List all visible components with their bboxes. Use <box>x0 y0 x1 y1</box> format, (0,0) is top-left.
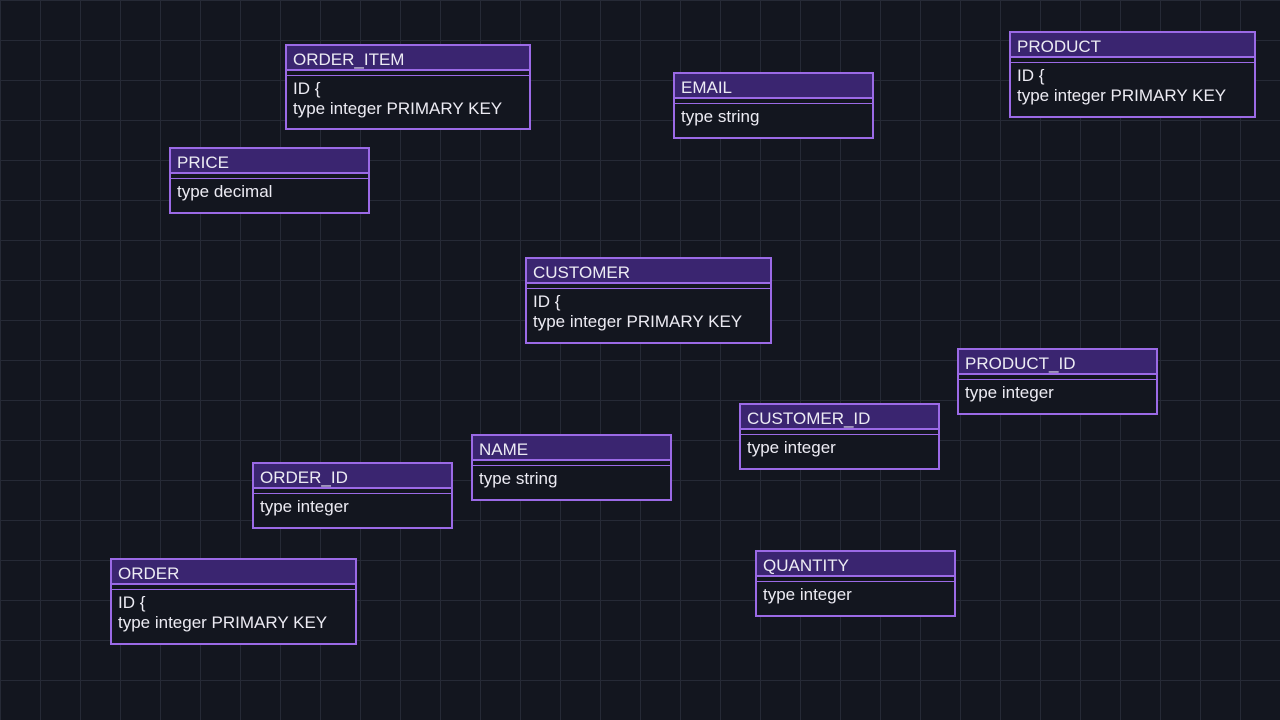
entity-divider <box>741 434 938 435</box>
entity-quantity[interactable]: QUANTITY type integer <box>755 550 956 617</box>
entity-attributes: type decimal <box>171 179 368 202</box>
entity-attributes: type string <box>473 466 670 489</box>
entity-divider <box>675 103 872 104</box>
entity-attributes: type integer <box>959 380 1156 403</box>
entity-attributes: type integer <box>254 494 451 517</box>
attribute-line: type integer <box>747 438 836 457</box>
entity-email[interactable]: EMAIL type string <box>673 72 874 139</box>
entity-attributes: ID { type integer PRIMARY KEY <box>1011 63 1254 106</box>
attribute-line: type integer <box>965 383 1054 402</box>
attribute-line: type string <box>479 469 558 488</box>
entity-title: PRODUCT_ID <box>959 350 1156 375</box>
attribute-line: ID { <box>118 593 146 612</box>
entity-title: PRICE <box>171 149 368 174</box>
entity-customer-id[interactable]: CUSTOMER_ID type integer <box>739 403 940 470</box>
entity-divider <box>473 465 670 466</box>
attribute-line: type integer <box>260 497 349 516</box>
attribute-line: ID { <box>1017 66 1045 85</box>
entity-order[interactable]: ORDER ID { type integer PRIMARY KEY <box>110 558 357 645</box>
entity-customer[interactable]: CUSTOMER ID { type integer PRIMARY KEY <box>525 257 772 344</box>
entity-attributes: type string <box>675 104 872 127</box>
entity-divider <box>171 178 368 179</box>
entity-title: PRODUCT <box>1011 33 1254 58</box>
entity-attributes: type integer <box>757 582 954 605</box>
entity-order-item[interactable]: ORDER_ITEM ID { type integer PRIMARY KEY <box>285 44 531 130</box>
attribute-line: type string <box>681 107 760 126</box>
entity-title: EMAIL <box>675 74 872 99</box>
attribute-line: type integer <box>763 585 852 604</box>
entity-attributes: type integer <box>741 435 938 458</box>
entity-divider <box>287 75 529 76</box>
entity-title: ORDER_ITEM <box>287 46 529 71</box>
entity-title: ORDER_ID <box>254 464 451 489</box>
entity-divider <box>757 581 954 582</box>
attribute-line: type integer PRIMARY KEY <box>293 99 503 118</box>
entity-title: CUSTOMER_ID <box>741 405 938 430</box>
entity-title: QUANTITY <box>757 552 954 577</box>
entity-attributes: ID { type integer PRIMARY KEY <box>527 289 770 332</box>
entity-order-id[interactable]: ORDER_ID type integer <box>252 462 453 529</box>
attribute-line: type integer PRIMARY KEY <box>533 312 743 331</box>
entity-attributes: ID { type integer PRIMARY KEY <box>112 590 355 633</box>
entity-title: CUSTOMER <box>527 259 770 284</box>
entity-divider <box>254 493 451 494</box>
entity-divider <box>1011 62 1254 63</box>
attribute-line: type integer PRIMARY KEY <box>1017 86 1227 105</box>
entity-divider <box>959 379 1156 380</box>
entity-price[interactable]: PRICE type decimal <box>169 147 370 214</box>
attribute-line: ID { <box>533 292 561 311</box>
attribute-line: type integer PRIMARY KEY <box>118 613 328 632</box>
attribute-line: ID { <box>293 79 321 98</box>
entity-product[interactable]: PRODUCT ID { type integer PRIMARY KEY <box>1009 31 1256 118</box>
entity-divider <box>112 589 355 590</box>
entity-name[interactable]: NAME type string <box>471 434 672 501</box>
entity-title: NAME <box>473 436 670 461</box>
entity-divider <box>527 288 770 289</box>
entity-title: ORDER <box>112 560 355 585</box>
entity-product-id[interactable]: PRODUCT_ID type integer <box>957 348 1158 415</box>
attribute-line: type decimal <box>177 182 273 201</box>
entity-attributes: ID { type integer PRIMARY KEY <box>287 76 529 119</box>
